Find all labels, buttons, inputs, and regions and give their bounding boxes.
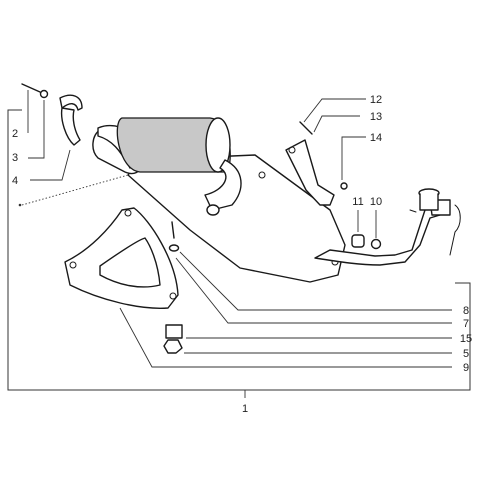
callout-3: 3 [12, 152, 18, 164]
callout-8: 8 [463, 305, 469, 317]
assembly-bracket-left [7, 109, 471, 391]
washer-10 [370, 238, 382, 250]
callout-15: 15 [460, 333, 472, 345]
leader-3 [28, 100, 45, 159]
leader-8 [179, 251, 452, 311]
callout-9: 9 [463, 362, 469, 374]
bolt-7-8 [168, 221, 180, 252]
nut-5 [163, 339, 183, 354]
callout-12: 12 [370, 94, 382, 106]
callout-7: 7 [463, 318, 469, 330]
assembly-dot [18, 203, 22, 207]
callout-5: 5 [463, 348, 469, 360]
leader-14 [341, 136, 366, 180]
spacer-11 [351, 234, 365, 248]
leader-assembly [21, 174, 129, 206]
leader-4 [30, 149, 71, 181]
callout-13: 13 [370, 111, 382, 123]
clamp-3 [59, 94, 83, 146]
exhaust-muffler [92, 117, 461, 266]
leader-12 [303, 98, 366, 123]
callout-14: 14 [370, 132, 382, 144]
callout-11: 11 [352, 196, 363, 208]
guard-plate-9 [64, 207, 179, 309]
callout-4: 4 [12, 175, 18, 187]
callout-10: 10 [370, 196, 382, 208]
leader-9 [119, 307, 452, 368]
leader-7 [175, 257, 452, 324]
bolt-2 [21, 83, 49, 99]
callout-2: 2 [12, 128, 18, 140]
leader-13 [313, 115, 360, 133]
bracket-14 [285, 121, 348, 206]
grommet-15 [165, 324, 183, 339]
callout-1: 1 [242, 403, 248, 415]
